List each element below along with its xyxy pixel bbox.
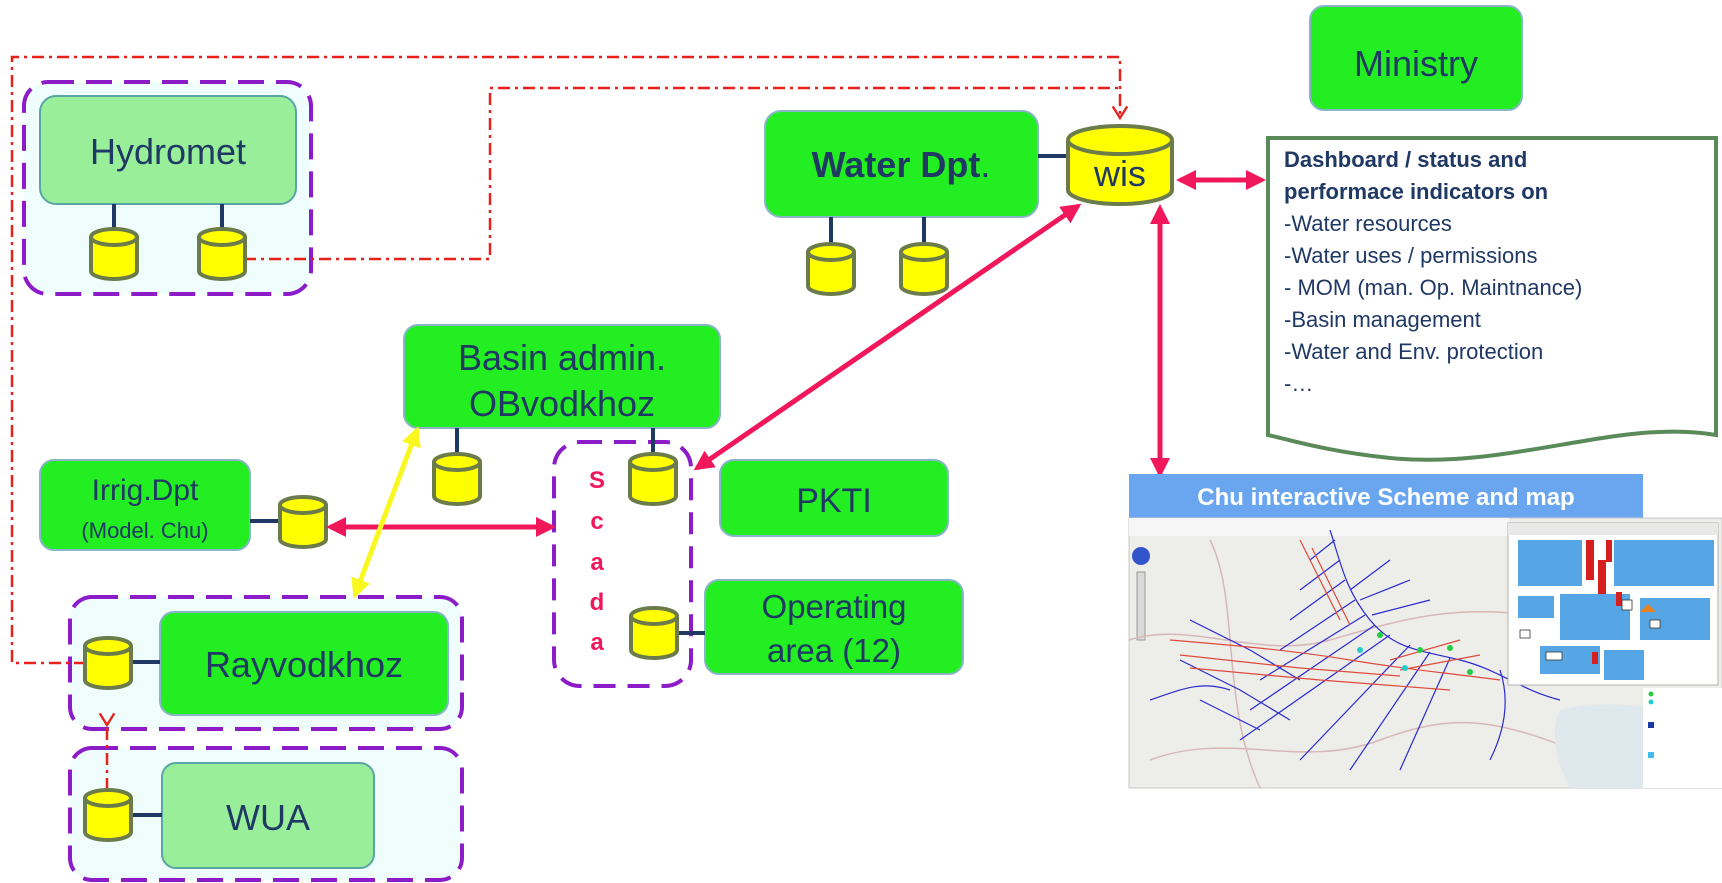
gauge-point[interactable] xyxy=(1447,645,1453,651)
gauge-point[interactable] xyxy=(1467,669,1473,675)
legend-marker xyxy=(1648,752,1654,758)
pan-control-icon[interactable] xyxy=(1132,547,1150,565)
scada-letter-1: S xyxy=(589,467,605,494)
dashboard-document[interactable] xyxy=(1266,136,1718,462)
dashboard-item: -Water uses / permissions xyxy=(1284,243,1537,268)
gauge-point[interactable] xyxy=(1402,665,1408,671)
map-legend xyxy=(1643,688,1722,788)
dashboard-title-1: Dashboard / status and xyxy=(1284,147,1527,172)
map-roads xyxy=(1128,539,1601,789)
rayvodkhoz-label: Rayvodkhoz xyxy=(205,644,403,685)
link-basin-rayvodkhoz xyxy=(351,426,421,599)
gauge-point[interactable] xyxy=(1417,647,1423,653)
database-icon[interactable] xyxy=(89,227,139,281)
dashboard-item: -… xyxy=(1284,371,1313,396)
basin-admin-label-2: OBvodkhoz xyxy=(469,383,655,424)
map-panel[interactable]: Chu interactive Scheme and map xyxy=(1128,474,1722,789)
database-icon[interactable] xyxy=(432,452,482,506)
scada-letter-4: d xyxy=(590,589,605,616)
hydromet-box[interactable] xyxy=(39,95,297,205)
scada-letter-5: a xyxy=(590,629,604,656)
dashboard-title-2: performace indicators on xyxy=(1284,179,1548,204)
map-river-network xyxy=(1149,529,1561,771)
database-icon[interactable] xyxy=(806,242,856,296)
irrig-dpt-box[interactable] xyxy=(39,459,251,551)
scheme-inset[interactable] xyxy=(1507,522,1719,686)
pkti-label: PKTI xyxy=(796,482,872,520)
operating-area-label-2: area (12) xyxy=(767,632,901,669)
dashboard-item: -Water and Env. protection xyxy=(1284,339,1543,364)
operating-area-label-1: Operating xyxy=(762,588,907,625)
database-icon[interactable] xyxy=(629,606,679,660)
ministry-label: Ministry xyxy=(1354,43,1478,84)
scada-letter-3: a xyxy=(590,549,604,576)
database-icon[interactable] xyxy=(83,636,133,690)
map-canal-network xyxy=(1169,539,1501,691)
irrig-dpt-label-1: Irrig.Dpt xyxy=(92,474,199,507)
legend-marker xyxy=(1648,691,1654,697)
map-header xyxy=(1129,474,1643,518)
link-hydromet-db-to-wis xyxy=(244,86,1120,261)
database-icon[interactable] xyxy=(628,452,678,506)
link-wis-scada xyxy=(693,203,1082,471)
water-dpt-label: Water Dpt. xyxy=(812,144,991,185)
zoom-slider[interactable] xyxy=(1136,571,1146,641)
link-rayvodkhoz-to-wis xyxy=(10,55,1129,665)
map-title: Chu interactive Scheme and map xyxy=(1197,484,1574,511)
wua-label: WUA xyxy=(226,797,310,838)
dashboard-item: -Basin management xyxy=(1284,307,1481,332)
gauge-point[interactable] xyxy=(1357,647,1363,653)
database-icon[interactable] xyxy=(83,788,133,842)
ministry-box[interactable] xyxy=(1309,5,1523,111)
wis-label: wis xyxy=(1093,153,1146,194)
dashboard-item: - MOM (man. Op. Maintnance) xyxy=(1284,275,1582,300)
hydromet-label: Hydromet xyxy=(90,131,246,172)
operating-area-box[interactable] xyxy=(704,579,964,675)
database-icon[interactable] xyxy=(278,495,328,549)
legend-marker xyxy=(1648,722,1654,728)
database-icon[interactable] xyxy=(899,242,949,296)
scada-letter-2: c xyxy=(590,508,603,535)
database-icon[interactable] xyxy=(197,227,247,281)
basin-admin-label-1: Basin admin. xyxy=(458,337,666,378)
map-toolbar xyxy=(1129,518,1509,536)
dashboard-item: -Water resources xyxy=(1284,211,1452,236)
gauge-point[interactable] xyxy=(1377,632,1383,638)
legend-marker xyxy=(1648,699,1654,705)
irrig-dpt-label-2: (Model. Chu) xyxy=(81,518,208,543)
wis-database[interactable]: wis xyxy=(1066,124,1174,206)
